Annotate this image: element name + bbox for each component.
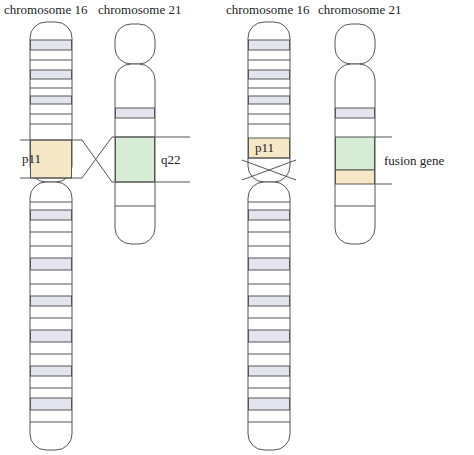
- fusion-gene-label: fusion gene: [384, 154, 444, 168]
- chromosome-title: chromosome 21: [318, 3, 401, 17]
- chromosome-title: chromosome 16: [226, 3, 309, 17]
- band-label: p11: [22, 152, 41, 166]
- chromosome-title: chromosome 16: [4, 3, 87, 17]
- band-label: q22: [161, 153, 181, 167]
- chromosome-title: chromosome 21: [98, 3, 181, 17]
- band-label: p11: [255, 141, 274, 155]
